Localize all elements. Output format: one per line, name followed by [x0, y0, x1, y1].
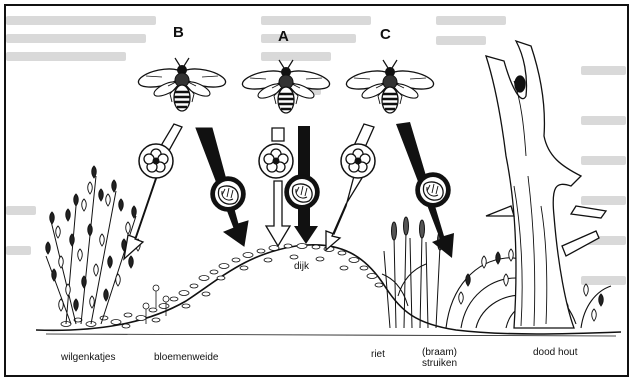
label-bloemenweide: bloemenweide — [154, 352, 219, 363]
larva-icon — [211, 177, 245, 211]
flower-icon — [139, 144, 173, 178]
bee-icon-c — [345, 60, 435, 113]
label-braamstruiken: (braam) struiken — [422, 347, 457, 369]
label-braam-line1: (braam) — [422, 347, 457, 358]
figure-frame: B A C wilgenkatjes bloemenweide dijk rie… — [4, 4, 629, 377]
label-braam-line2: struiken — [422, 358, 457, 369]
label-riet: riet — [371, 349, 385, 360]
label-wilgenkatjes: wilgenkatjes — [61, 352, 115, 363]
flower-icon — [341, 144, 375, 178]
bee-habitat-illustration — [6, 6, 629, 377]
larva-icon — [285, 175, 319, 209]
bee-icon-a — [241, 60, 331, 113]
bee-label-c: C — [380, 26, 391, 43]
flower-icon — [259, 144, 293, 178]
bee-label-b: B — [173, 24, 184, 41]
dead-tree — [486, 41, 606, 328]
label-dijk: dijk — [294, 261, 309, 272]
larva-icon — [416, 173, 450, 207]
label-dood-hout: dood hout — [533, 347, 578, 358]
reeds — [382, 217, 443, 328]
bee-label-a: A — [278, 28, 289, 45]
bee-icon-b — [137, 58, 227, 111]
